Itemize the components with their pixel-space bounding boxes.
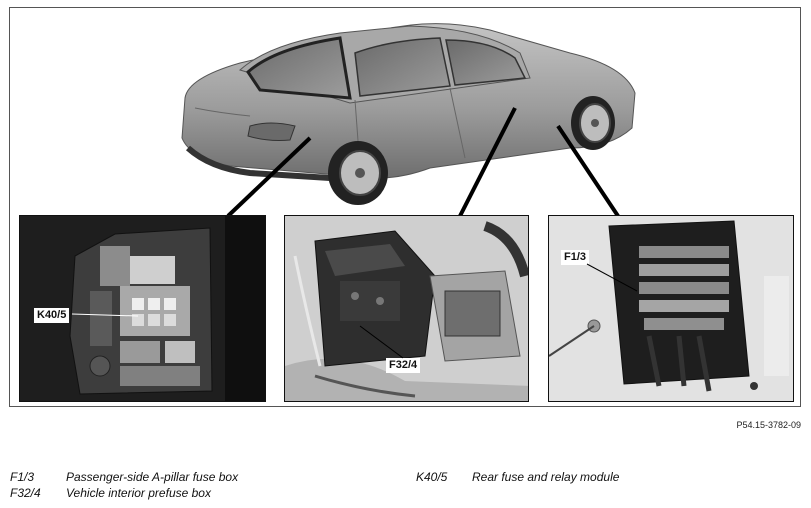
panel-rear-fuse-module: K40/5 bbox=[19, 215, 266, 402]
legend-code: F32/4 bbox=[10, 486, 41, 500]
legend-description: Passenger-side A-pillar fuse box bbox=[66, 470, 239, 484]
leader-line-right bbox=[556, 124, 620, 218]
callout-line-right bbox=[586, 263, 638, 292]
side-window-front bbox=[445, 39, 527, 86]
interior-prefuse-box-photo bbox=[285, 216, 528, 401]
legend-description: Rear fuse and relay module bbox=[472, 470, 620, 484]
rear-window bbox=[246, 36, 352, 100]
callout-line-left bbox=[71, 313, 139, 317]
figure-frame: K40/5 F32/4 bbox=[9, 7, 801, 407]
front-wheel bbox=[571, 96, 615, 150]
a-pillar-fuse-box-photo bbox=[549, 216, 793, 401]
panel-a-pillar-fuse-box: F1/3 bbox=[548, 215, 794, 402]
figure-code: P54.15-3782-09 bbox=[736, 420, 801, 430]
rear-wheel bbox=[328, 141, 388, 205]
legend-code: K40/5 bbox=[416, 470, 448, 484]
callout-label-right: F1/3 bbox=[561, 250, 590, 265]
leader-line-center bbox=[458, 107, 517, 217]
car-illustration bbox=[181, 23, 636, 218]
side-window-rear bbox=[354, 37, 451, 97]
legend-item: F32/4 Vehicle interior prefuse box bbox=[10, 486, 211, 500]
legend-code: F1/3 bbox=[10, 470, 35, 484]
legend-item: F1/3 Passenger-side A-pillar fuse box bbox=[10, 470, 238, 484]
panel-interior-prefuse-box: F32/4 bbox=[284, 215, 529, 402]
callout-label-center: F32/4 bbox=[386, 358, 421, 373]
leader-line-left bbox=[226, 136, 312, 218]
callout-label-left: K40/5 bbox=[34, 308, 70, 323]
legend-description: Vehicle interior prefuse box bbox=[66, 486, 211, 500]
callout-line-center bbox=[359, 325, 404, 359]
legend-item: K40/5 Rear fuse and relay module bbox=[416, 470, 619, 484]
tail-light bbox=[247, 122, 296, 141]
